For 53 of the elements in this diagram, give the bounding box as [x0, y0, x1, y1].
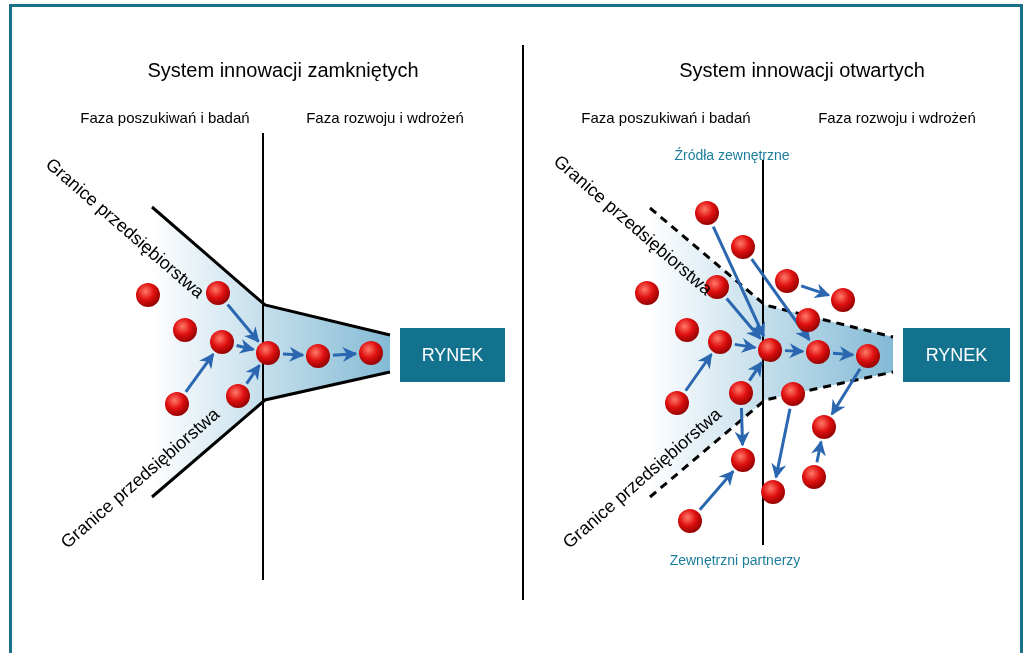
ball [678, 509, 702, 533]
arrow [771, 408, 792, 479]
phase-label: Faza rozwoju i wdrożeń [306, 109, 464, 125]
ball [775, 269, 799, 293]
arrow [800, 283, 831, 298]
ball [729, 381, 753, 405]
ball [173, 318, 197, 342]
market-box: RYNEK [400, 328, 505, 382]
arrow [734, 338, 757, 353]
ball [781, 382, 805, 406]
ball [758, 338, 782, 362]
ball [210, 330, 234, 354]
ball [802, 465, 826, 489]
ball [761, 480, 785, 504]
ball [831, 288, 855, 312]
arrow [832, 346, 855, 362]
arrow [684, 353, 713, 392]
panel-title: System innowacji otwartych [679, 60, 925, 80]
ball [256, 341, 280, 365]
phase-label: Faza poszukiwań i badań [80, 109, 250, 125]
arrow [184, 352, 215, 393]
arrow [784, 343, 805, 359]
arrow [711, 226, 766, 338]
ball [708, 330, 732, 354]
external-label: Źródła zewnętrzne [674, 148, 790, 162]
arrow [750, 258, 811, 341]
ball [359, 341, 383, 365]
ball [731, 235, 755, 259]
arrow [332, 347, 358, 363]
ball [306, 344, 330, 368]
ball [856, 344, 880, 368]
arrow [830, 367, 862, 416]
phase-label: Faza rozwoju i wdrożeń [818, 109, 976, 125]
arrow [734, 407, 750, 447]
ball [796, 308, 820, 332]
external-label: Zewnętrzni partnerzy [669, 553, 801, 567]
arrow [236, 339, 255, 354]
arrow [747, 361, 763, 382]
market-box: RYNEK [903, 328, 1010, 382]
ball [226, 384, 250, 408]
arrow [811, 440, 826, 463]
arrow [245, 364, 261, 385]
panel-title: System innowacji zamkniętych [147, 60, 419, 80]
ball [675, 318, 699, 342]
ball [206, 281, 230, 305]
arrow [282, 346, 305, 362]
ball [806, 340, 830, 364]
arrow [698, 470, 735, 511]
ball [812, 415, 836, 439]
arrow [226, 303, 260, 343]
phase-label: Faza poszukiwań i badań [581, 109, 751, 125]
ball [731, 448, 755, 472]
arrow [725, 297, 762, 340]
